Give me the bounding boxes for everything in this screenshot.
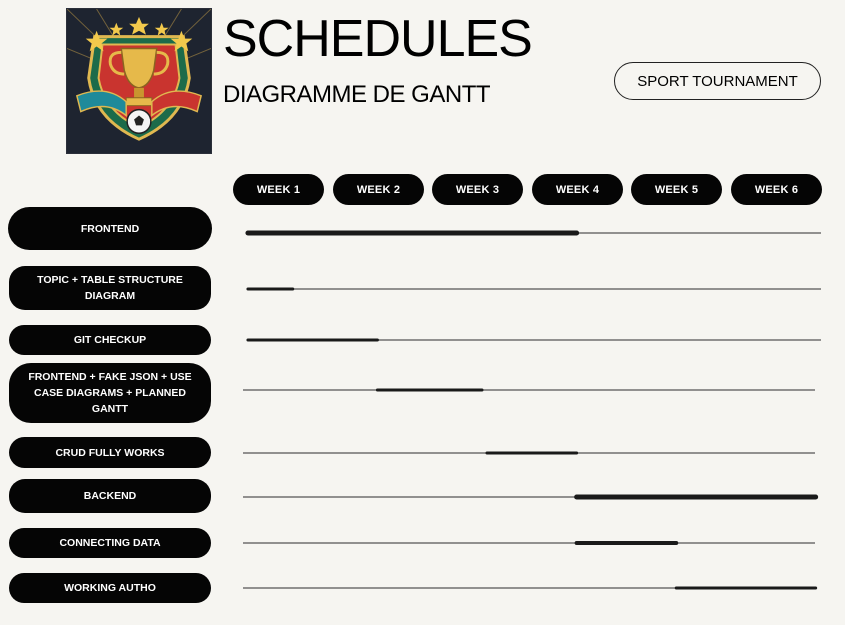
task-label-topic-table-structure: TOPIC + TABLE STRUCTURE DIAGRAM xyxy=(9,266,211,310)
task-label-backend: BACKEND xyxy=(9,479,211,513)
task-label-connecting-data: CONNECTING DATA xyxy=(9,528,211,558)
trophy-logo-icon xyxy=(66,8,212,154)
week-5-header: WEEK 5 xyxy=(631,174,722,205)
week-6-header: WEEK 6 xyxy=(731,174,822,205)
week-3-header: WEEK 3 xyxy=(432,174,523,205)
week-1-header: WEEK 1 xyxy=(233,174,324,205)
week-2-header: WEEK 2 xyxy=(333,174,424,205)
task-label-frontend: FRONTEND xyxy=(8,207,212,250)
sport-tournament-button[interactable]: SPORT TOURNAMENT xyxy=(614,62,821,100)
week-4-header: WEEK 4 xyxy=(532,174,623,205)
task-label-git-checkup: GIT CHECKUP xyxy=(9,325,211,355)
page-title: SCHEDULES xyxy=(223,10,533,68)
task-label-working-autho: WORKING AUTHO xyxy=(9,573,211,603)
page-subtitle: DIAGRAMME DE GANTT xyxy=(223,81,491,108)
task-label-crud-fully-works: CRUD FULLY WORKS xyxy=(9,437,211,468)
task-label-frontend-fake-json: FRONTEND + FAKE JSON + USE CASE DIAGRAMS… xyxy=(9,363,211,423)
